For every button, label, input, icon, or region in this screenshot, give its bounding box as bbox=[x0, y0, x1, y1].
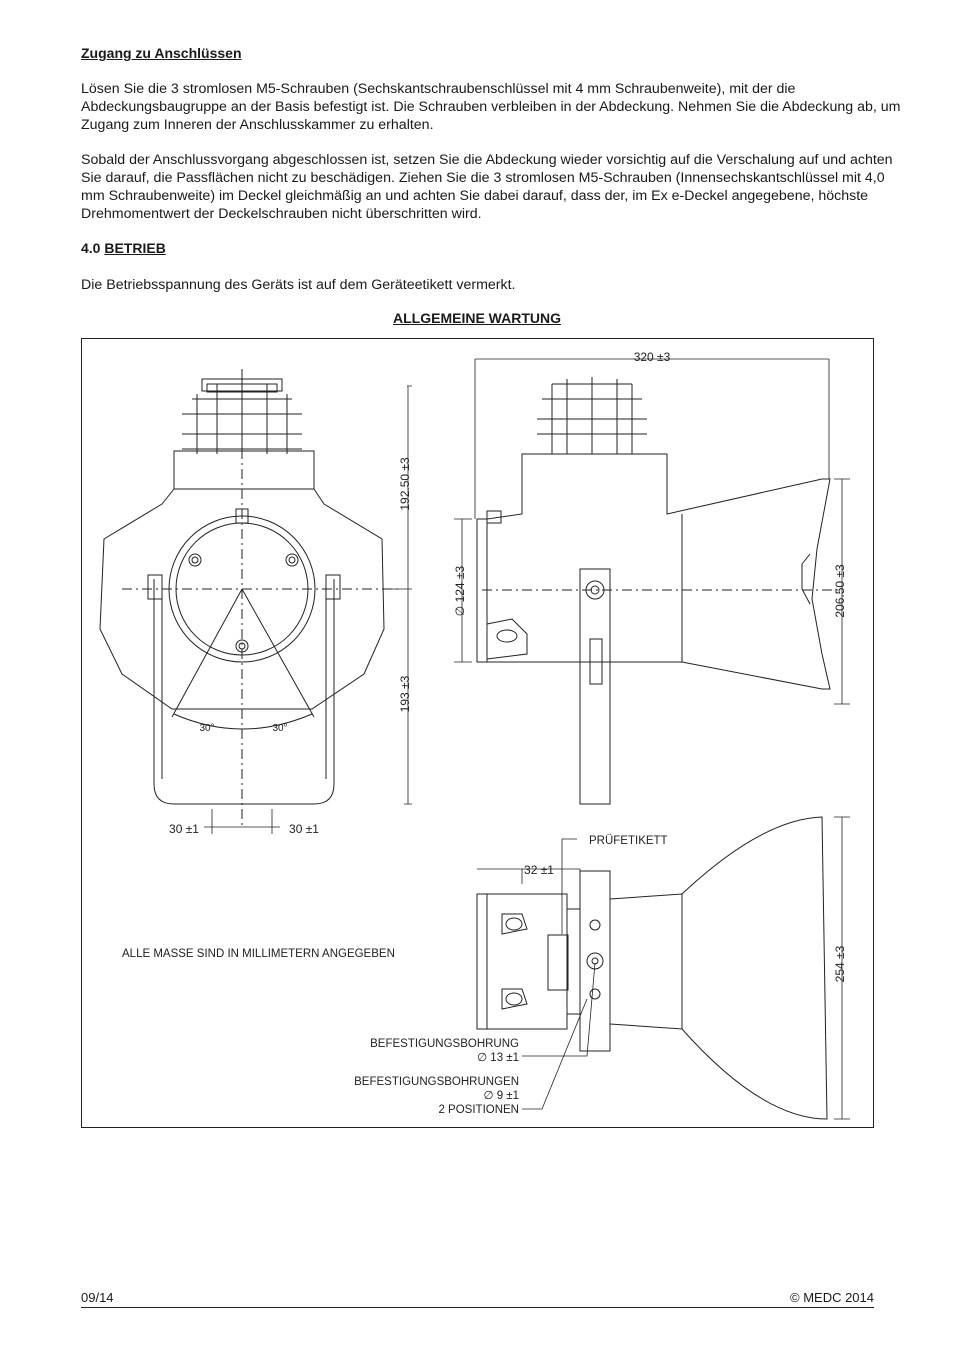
mounting-hole-label: BEFESTIGUNGSBOHRUNG bbox=[370, 1038, 519, 1050]
diameter-symbol: ∅ bbox=[453, 606, 467, 616]
dim-offset-left: 30 ±1 bbox=[169, 822, 199, 836]
top-view bbox=[476, 816, 850, 1120]
test-label: PRÜFETIKETT bbox=[589, 835, 668, 847]
dim-diameter-wrap: ∅ 124 ±3 bbox=[453, 565, 467, 616]
drawing-title-wrap: ALLGEMEINE WARTUNG bbox=[0, 310, 954, 326]
access-heading: Zugang zu Anschlüssen bbox=[81, 45, 242, 61]
dim-horn-height: 206.50 ±3 bbox=[833, 564, 847, 618]
dim-width-total: 320 ±3 bbox=[634, 350, 671, 364]
diameter-symbol: ∅ bbox=[483, 1090, 493, 1102]
operation-paragraph: Die Betriebsspannung des Geräts ist auf … bbox=[81, 277, 516, 293]
drawing-title: ALLGEMEINE WARTUNG bbox=[393, 310, 561, 326]
angle-label-left: 30° bbox=[199, 723, 214, 734]
dim-offset-right: 30 ±1 bbox=[289, 822, 319, 836]
angle-label-right: 30° bbox=[272, 723, 287, 734]
footer-date: 09/14 bbox=[81, 1290, 114, 1305]
dim-height-upper: 192.50 ±3 bbox=[398, 457, 412, 511]
drawing-frame: 192.50 ±3 193 ±3 30° 30° 30 ±1 30 ±1 320… bbox=[81, 338, 874, 1128]
dim-hole-dia: 13 ±1 bbox=[490, 1052, 519, 1064]
dim-diameter: 124 ±3 bbox=[453, 565, 467, 602]
footer-copyright: © MEDC 2014 bbox=[790, 1290, 874, 1305]
mounting-holes-dim-wrap: ∅ 9 ±1 bbox=[483, 1090, 519, 1102]
positions-label: 2 POSITIONEN bbox=[438, 1104, 519, 1116]
units-note: ALLE MASSE SIND IN MILLIMETERN ANGEGEBEN bbox=[122, 948, 395, 960]
dim-height-lower: 193 ±3 bbox=[398, 675, 412, 712]
footer-rule bbox=[81, 1307, 874, 1308]
front-view bbox=[99, 369, 412, 829]
dim-holes-dia: 9 ±1 bbox=[497, 1090, 519, 1102]
mounting-holes-label: BEFESTIGUNGSBOHRUNGEN bbox=[354, 1076, 519, 1088]
dim-horn-width: 254 ±3 bbox=[833, 945, 847, 982]
operation-heading: 4.0 BETRIEB bbox=[81, 240, 166, 256]
dim-bracket-offset: 32 ±1 bbox=[524, 863, 554, 877]
mounting-hole-dim-wrap: ∅ 13 ±1 bbox=[477, 1052, 519, 1064]
diameter-symbol: ∅ bbox=[477, 1052, 487, 1064]
operation-number: 4.0 bbox=[81, 240, 101, 256]
technical-drawing: 192.50 ±3 193 ±3 30° 30° 30 ±1 30 ±1 320… bbox=[99, 350, 850, 1120]
access-paragraph-2: Sobald der Anschlussvorgang abgeschlosse… bbox=[81, 152, 893, 222]
side-view bbox=[454, 358, 850, 805]
operation-title: BETRIEB bbox=[104, 240, 166, 256]
access-paragraph-1: Lösen Sie die 3 stromlosen M5-Schrauben … bbox=[81, 81, 901, 133]
